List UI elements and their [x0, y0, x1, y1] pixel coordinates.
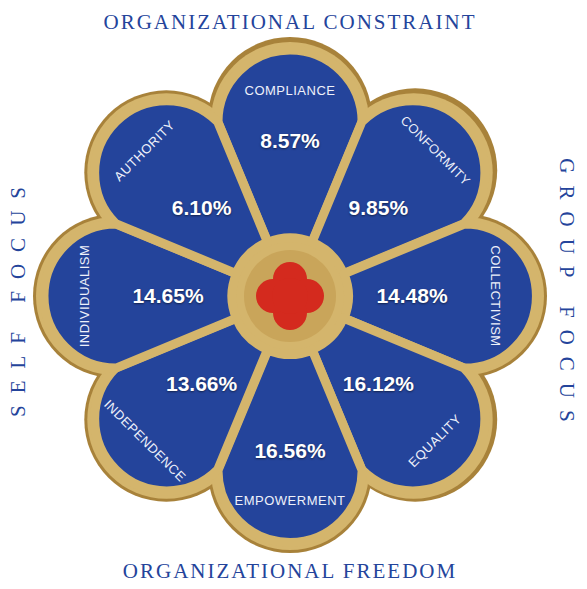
percentage-value: 16.56% [254, 439, 325, 463]
quatrefoil-center [272, 278, 308, 314]
percentage-value: 14.65% [132, 284, 203, 308]
quatrefoil-lobe [273, 296, 307, 330]
percentage-value: 14.48% [376, 284, 447, 308]
percentage-value: 13.66% [166, 372, 237, 396]
axis-label: ORGANIZATIONAL CONSTRAINT [104, 10, 477, 34]
petal-name: COMPLIANCE [245, 83, 336, 99]
percentage-value: 9.85% [349, 196, 409, 220]
petal-name: INDIVIDUALISM [77, 245, 93, 348]
quatrefoil-lobe [290, 279, 324, 313]
quatrefoil-lobe [273, 262, 307, 296]
gold-rim [36, 42, 544, 550]
petal-shape [89, 95, 273, 279]
axis-label: GROUP FOCUS [555, 158, 579, 433]
percentage-value: 6.10% [172, 196, 232, 220]
percentage-value: 8.57% [260, 129, 320, 153]
axis-label: SELF FOCUS [6, 175, 30, 417]
gold-hub-inner [244, 250, 336, 342]
axis-label: ORGANIZATIONAL FREEDOM [123, 559, 457, 583]
percentage-value: 16.12% [343, 372, 414, 396]
quatrefoil-lobe [256, 279, 290, 313]
gold-rim-shadow [33, 37, 547, 553]
petal-outline [95, 101, 268, 274]
petal-name: EMPOWERMENT [235, 493, 346, 509]
petal: AUTHORITY6.10% [89, 95, 273, 279]
petal-name: COLLECTIVISM [487, 245, 503, 346]
